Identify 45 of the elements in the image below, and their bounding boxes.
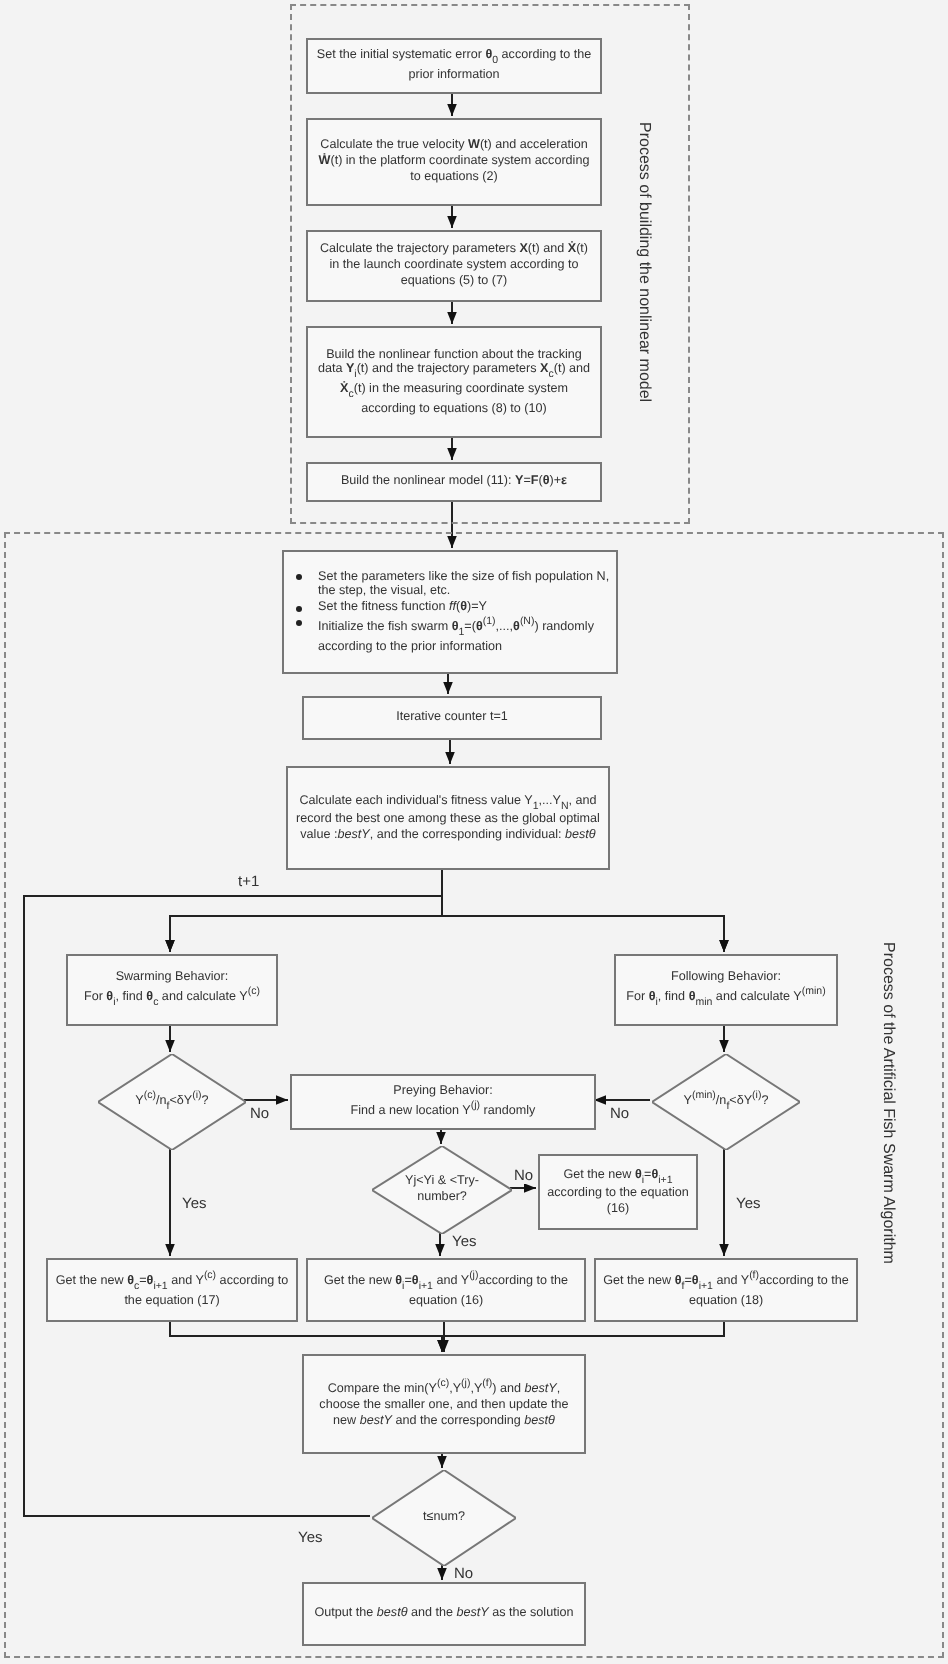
arrow xyxy=(439,1319,449,1353)
process-box xyxy=(302,1354,586,1454)
decision-diamond xyxy=(98,1054,246,1150)
process-box xyxy=(46,1258,298,1322)
process-box xyxy=(538,1154,698,1230)
arrow xyxy=(437,1319,725,1353)
arrow xyxy=(445,737,455,765)
arrow xyxy=(447,299,457,325)
arrow xyxy=(165,1023,175,1053)
process-box xyxy=(306,118,602,206)
arrow xyxy=(719,1147,729,1257)
decision-diamond xyxy=(372,1146,512,1234)
arrow xyxy=(447,435,457,461)
process-box xyxy=(306,230,602,302)
process-box xyxy=(306,1258,586,1322)
arrow xyxy=(243,1095,289,1105)
process-box xyxy=(306,38,602,94)
arrow xyxy=(719,1023,729,1053)
process-box xyxy=(306,326,602,438)
arrow xyxy=(593,1095,651,1105)
arrow xyxy=(447,203,457,229)
arrow xyxy=(437,1451,447,1469)
process-box xyxy=(282,550,618,674)
dashed-panel xyxy=(290,4,690,524)
arrow xyxy=(447,91,457,117)
arrow xyxy=(447,499,457,549)
panel-title: Process of the Artificial Fish Swarm Algorithm xyxy=(880,942,898,1264)
process-box xyxy=(290,1074,596,1130)
arrow xyxy=(443,671,453,695)
decision-diamond xyxy=(372,1470,516,1566)
arrow xyxy=(437,1563,447,1581)
panel-title: Process of building the nonlinear model xyxy=(636,122,654,403)
process-box xyxy=(306,462,602,502)
arrow xyxy=(436,1127,446,1145)
process-box xyxy=(66,954,278,1026)
dashed-panel xyxy=(4,532,944,1658)
decision-diamond xyxy=(652,1054,800,1150)
arrow xyxy=(509,1183,537,1193)
arrow xyxy=(165,1147,175,1257)
process-box xyxy=(286,766,610,870)
process-box xyxy=(614,954,838,1026)
process-box xyxy=(302,1582,586,1646)
arrow xyxy=(435,1231,445,1257)
process-box xyxy=(302,696,602,740)
process-box xyxy=(594,1258,858,1322)
